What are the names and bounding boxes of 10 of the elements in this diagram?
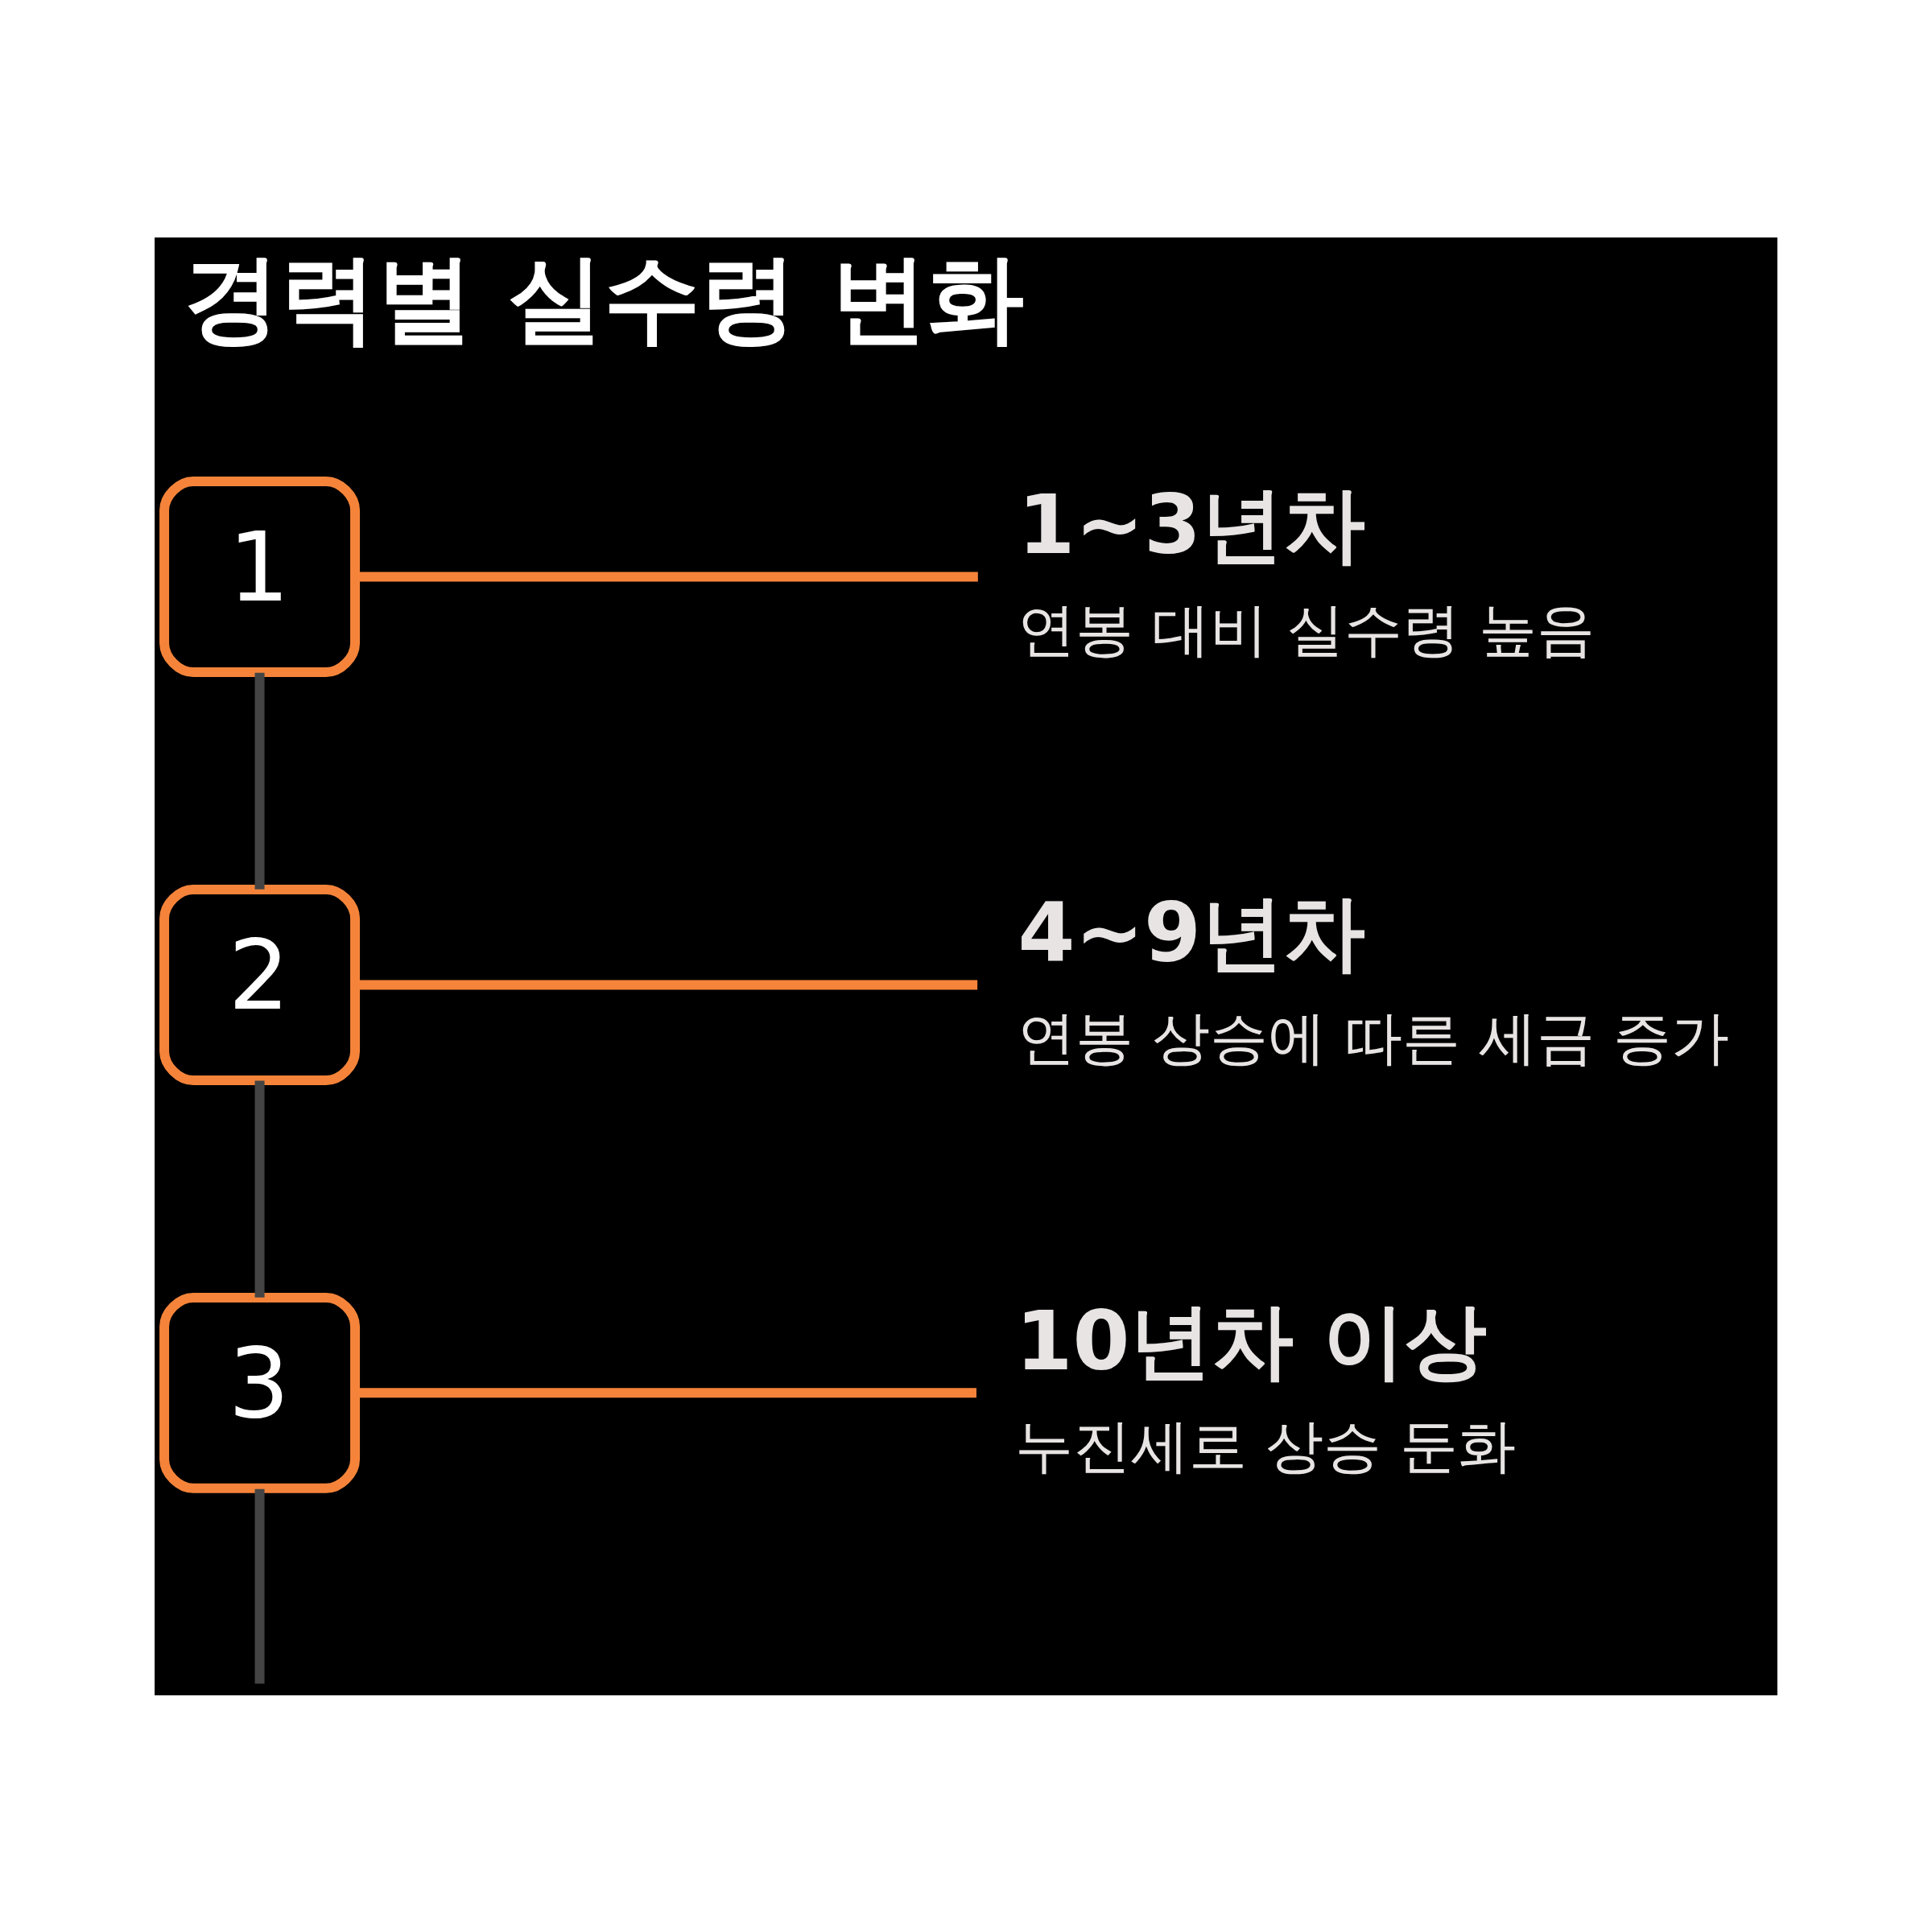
diagram-title: 경력별 실수령 변화 [184,242,1024,354]
node-box: 2 [159,884,361,1085]
connector [254,1488,265,1683]
node-text: 1~3년차 연봉 대비 실수령 높음 [1018,476,1596,663]
connector [254,1080,265,1298]
node-text: 4~9년차 연봉 상승에 따른 세금 증가 [1018,884,1730,1071]
node-box: 1 [159,476,361,677]
node-box: 3 [159,1292,361,1493]
node-text: 10년차 이상 누진세로 상승 둔화 [1015,1292,1517,1480]
connector [254,672,265,890]
